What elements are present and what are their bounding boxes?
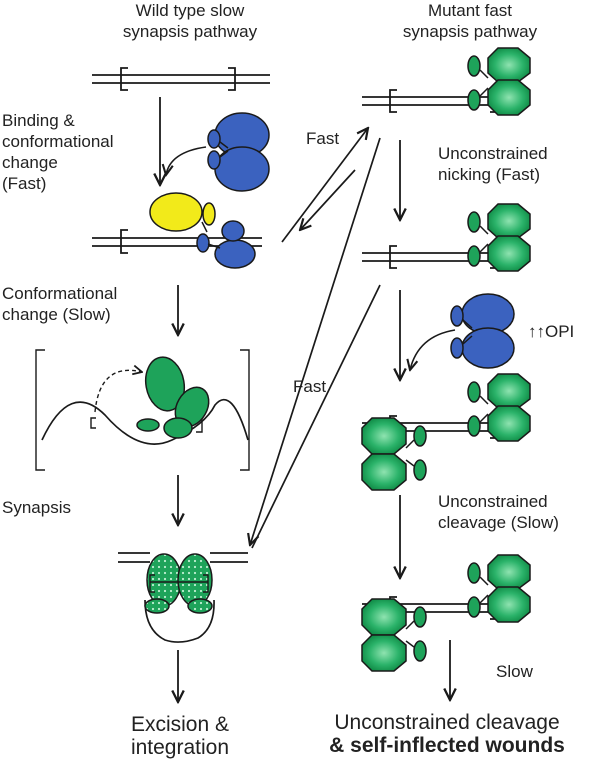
wild-type-header-line2: synapsis pathway bbox=[122, 22, 258, 41]
synaptic-complex-brackets bbox=[149, 574, 209, 593]
dashed-swing-arrow bbox=[94, 370, 142, 413]
nicking-label: Unconstrained nicking (Fast) bbox=[438, 143, 548, 185]
intermediate-brackets bbox=[35, 349, 250, 471]
binding-label-line4: (Fast) bbox=[2, 174, 47, 193]
arrow-blue-binding bbox=[166, 146, 207, 175]
conformational-slow-label: Conformational change (Slow) bbox=[2, 283, 117, 325]
wild-type-header-line1: Wild type slow bbox=[135, 1, 245, 20]
opi-label: ↑↑OPI bbox=[528, 322, 575, 341]
slow-label: Slow bbox=[496, 662, 533, 681]
arrow-fast-long-2 bbox=[251, 284, 381, 549]
right-green-dimer-4b bbox=[361, 598, 427, 672]
binding-label-line1: Binding & bbox=[2, 111, 75, 130]
cleavage-line2: cleavage (Slow) bbox=[438, 513, 559, 532]
binding-label-line3: change bbox=[2, 153, 58, 172]
binding-label: Binding & conformational change (Fast) bbox=[2, 110, 114, 194]
wild-type-header: Wild type slow synapsis pathway bbox=[90, 0, 290, 42]
blue-protein-bound bbox=[196, 220, 256, 269]
arrow-fast-to-mutant bbox=[281, 128, 368, 243]
excision-label: Excision & integration bbox=[95, 713, 265, 759]
excision-line2: integration bbox=[130, 736, 230, 759]
bent-dna-bracket-left bbox=[90, 417, 96, 429]
cleavage-label: Unconstrained cleavage (Slow) bbox=[438, 491, 559, 533]
mutant-header-line2: synapsis pathway bbox=[402, 22, 538, 41]
mutant-header: Mutant fast synapsis pathway bbox=[360, 0, 580, 42]
cleavage-line1: Unconstrained bbox=[438, 492, 548, 511]
right-green-dimer-1 bbox=[467, 47, 531, 116]
excision-line1: Excision & bbox=[130, 713, 230, 736]
green-protein-intermediate bbox=[136, 356, 210, 439]
fast-top-label: Fast bbox=[306, 129, 340, 148]
synaptic-complex-proteins bbox=[144, 553, 213, 614]
right-green-dimer-3a bbox=[467, 373, 531, 442]
nicking-line1: Unconstrained bbox=[438, 144, 548, 163]
binding-label-line2: conformational bbox=[2, 132, 114, 151]
synaptic-dna-loop bbox=[118, 552, 248, 643]
conformational-slow-line1: Conformational bbox=[2, 284, 118, 303]
blue-protein-free bbox=[207, 112, 270, 192]
arrow-mutant-back bbox=[300, 169, 356, 230]
right-green-dimer-4a bbox=[467, 554, 531, 623]
yellow-protein bbox=[149, 192, 216, 233]
final-outcome-label: Unconstrained cleavage & self-inflected … bbox=[300, 711, 594, 757]
left-dna-top bbox=[92, 67, 270, 91]
right-green-dimer-3b bbox=[361, 417, 427, 491]
nicking-line2: nicking (Fast) bbox=[438, 165, 541, 184]
right-green-dimer-2 bbox=[467, 203, 531, 272]
arrow-blue-opi bbox=[410, 329, 456, 370]
final-outcome-line1: Unconstrained cleavage bbox=[334, 711, 560, 734]
bent-dna bbox=[41, 398, 249, 445]
synapsis-label: Synapsis bbox=[2, 498, 71, 517]
conformational-slow-line2: change (Slow) bbox=[2, 305, 111, 324]
mutant-header-line1: Mutant fast bbox=[427, 1, 513, 20]
final-outcome-line2: & self-inflected wounds bbox=[329, 734, 565, 757]
arrow-fast-long-1 bbox=[250, 137, 381, 545]
blue-protein-opi bbox=[450, 293, 515, 369]
